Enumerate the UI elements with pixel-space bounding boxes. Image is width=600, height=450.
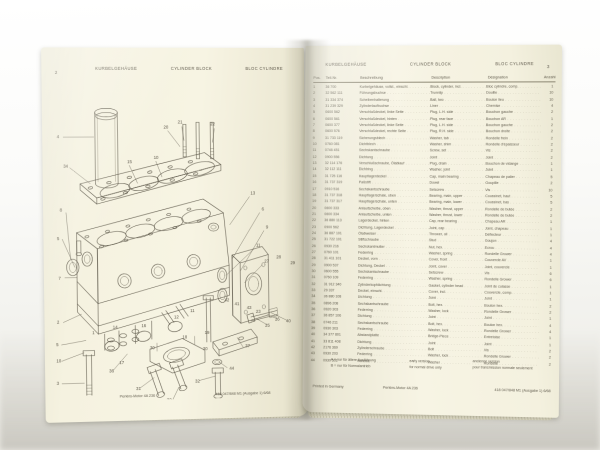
svg-text:5: 5 — [56, 342, 59, 347]
svg-text:41: 41 — [235, 301, 240, 306]
svg-text:32: 32 — [195, 379, 200, 384]
right-page: KURBELGEHÄUSE CYLINDER BLOCK BLOC CYLIND… — [302, 44, 563, 418]
svg-text:8: 8 — [60, 208, 63, 213]
cell-pos: 44 — [310, 357, 315, 362]
svg-text:33: 33 — [167, 397, 172, 402]
column-header-en: Description — [431, 75, 451, 80]
svg-text:19: 19 — [205, 330, 210, 335]
svg-text:11: 11 — [190, 308, 195, 313]
exploded-view-diagram: 4 34 8 5 7 15 10 20 21 22 13 6 9 11 — [48, 78, 302, 402]
right-footer-printed: Printed in Germany — [312, 384, 344, 389]
parts-table-header: Pos. Teil-Nr. Beschreibung Description D… — [313, 75, 556, 83]
svg-text:11: 11 — [256, 243, 261, 248]
svg-text:2: 2 — [57, 320, 60, 325]
svg-text:25: 25 — [265, 323, 270, 328]
svg-text:40: 40 — [286, 318, 291, 323]
right-footer-docnumber: 418 047/848 M1 (Ausgabe 1) 6/68 — [494, 387, 551, 394]
right-footer-engine: Perkins-Motor 4A 236 — [382, 385, 418, 391]
header-en: CYLINDER BLOCK — [409, 61, 452, 67]
right-page-header: KURBELGEHÄUSE CYLINDER BLOCK BLOC CYLIND… — [325, 61, 534, 67]
svg-text:7: 7 — [58, 276, 61, 281]
svg-text:34: 34 — [63, 164, 69, 169]
svg-text:27: 27 — [264, 259, 269, 264]
svg-text:9: 9 — [266, 224, 269, 229]
svg-text:18: 18 — [182, 334, 187, 339]
svg-text:5: 5 — [57, 236, 60, 241]
header-de: KURBELGEHÄUSE — [95, 65, 138, 71]
left-page-header: KURBELGEHÄUSE CYLINDER BLOCK BLOC CYLIND… — [95, 66, 283, 71]
column-header-qty: Anzahl — [543, 75, 556, 80]
header-fr: BLOC CYLINDRE — [245, 65, 284, 71]
column-header-de: Beschreibung — [360, 75, 383, 80]
footnote-de: B = nur für Normalantrieb — [330, 363, 371, 369]
svg-text:14: 14 — [113, 325, 119, 330]
column-header-part: Teil-Nr. — [325, 75, 338, 80]
svg-text:36: 36 — [109, 368, 115, 373]
left-page: 2 KURBELGEHÄUSE CYLINDER BLOCK BLOC CYLI… — [41, 47, 309, 423]
svg-text:6: 6 — [262, 206, 265, 211]
svg-text:21: 21 — [178, 119, 183, 124]
svg-text:22: 22 — [210, 121, 215, 126]
right-page-number: 3 — [546, 64, 550, 70]
svg-text:12: 12 — [174, 314, 179, 319]
svg-text:3: 3 — [57, 381, 60, 386]
svg-text:44: 44 — [229, 366, 234, 371]
svg-text:23: 23 — [256, 309, 261, 314]
svg-text:42: 42 — [224, 297, 229, 302]
footnote-fr: pour transmission normale seulement — [472, 365, 533, 371]
header-en: CYLINDER BLOCK — [170, 65, 213, 71]
svg-text:28: 28 — [276, 254, 281, 259]
footnote-en: for normal drive only — [409, 365, 442, 370]
column-header-fr: Désignation — [487, 75, 508, 80]
header-de: KURBELGEHÄUSE — [325, 61, 367, 67]
svg-text:15: 15 — [127, 159, 132, 164]
svg-text:29: 29 — [290, 260, 295, 265]
svg-text:20: 20 — [163, 125, 168, 130]
svg-text:37: 37 — [245, 343, 250, 348]
left-page-number: 2 — [54, 69, 58, 76]
svg-text:43: 43 — [247, 305, 252, 310]
svg-text:30: 30 — [203, 346, 208, 351]
header-fr: BLOC CYLINDRE — [495, 61, 534, 67]
parts-table: Pos. Teil-Nr. Beschreibung Description D… — [311, 75, 556, 368]
open-book: 2 KURBELGEHÄUSE CYLINDER BLOCK BLOC CYLI… — [41, 34, 563, 424]
svg-text:1: 1 — [92, 330, 95, 335]
svg-text:30: 30 — [150, 345, 155, 350]
svg-text:10: 10 — [154, 155, 159, 160]
svg-text:17: 17 — [119, 360, 125, 365]
svg-text:13: 13 — [250, 190, 255, 195]
svg-text:10: 10 — [56, 358, 62, 363]
svg-text:26: 26 — [275, 317, 280, 322]
svg-text:4: 4 — [57, 134, 60, 139]
svg-text:16: 16 — [141, 323, 146, 328]
column-header-pos: Pos. — [313, 75, 321, 80]
svg-text:31: 31 — [136, 386, 141, 391]
